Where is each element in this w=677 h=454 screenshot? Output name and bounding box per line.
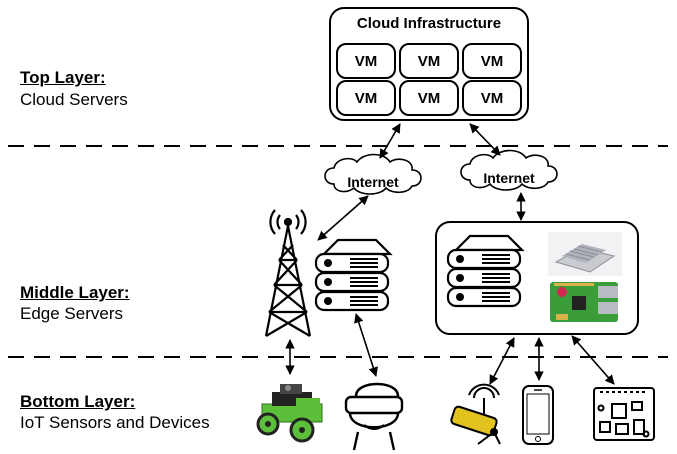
bottom-layer-title: Bottom Layer:	[20, 392, 136, 411]
vm-box: VM	[336, 80, 396, 116]
vm-box: VM	[336, 43, 396, 79]
vm-box: VM	[399, 80, 459, 116]
bottom-layer-subtitle: IoT Sensors and Devices	[20, 413, 210, 432]
vr-headset-user-icon	[344, 382, 404, 451]
arrow-rack-to-headset	[354, 313, 378, 377]
connector-arrows	[285, 123, 615, 385]
smartphone-icon	[522, 385, 554, 445]
internet-label-left: Internet	[347, 174, 399, 190]
arrow-edge-to-board	[571, 335, 615, 385]
internet-cloud-right-icon	[460, 149, 558, 191]
raspberry-pi-icon	[550, 282, 618, 322]
arrow-edge-to-camera	[489, 337, 515, 385]
middle-layer-title: Middle Layer:	[20, 283, 130, 302]
edge-server-icon	[446, 234, 525, 308]
cloud-infrastructure-title: Cloud Infrastructure	[356, 15, 502, 32]
circuit-board-icon	[593, 387, 655, 441]
top-layer-subtitle: Cloud Servers	[20, 90, 128, 109]
top-layer-title: Top Layer:	[20, 68, 106, 87]
vm-box: VM	[462, 80, 522, 116]
arrow-cloud-to-internet-left	[379, 123, 401, 159]
internet-label-right: Internet	[483, 170, 535, 186]
edge-board-icon	[548, 232, 622, 276]
camera-sensor-icon	[450, 383, 501, 445]
vm-box: VM	[399, 43, 459, 79]
vm-box: VM	[462, 43, 522, 79]
internet-cloud-left-icon	[324, 153, 422, 195]
robot-car-icon	[256, 384, 323, 443]
middle-layer-subtitle: Edge Servers	[20, 304, 123, 323]
server-rack-icon	[314, 238, 393, 312]
cell-tower-icon	[264, 209, 312, 337]
arrow-internet-left-to-rack	[317, 195, 369, 241]
arrow-cloud-to-internet-right	[469, 123, 501, 156]
